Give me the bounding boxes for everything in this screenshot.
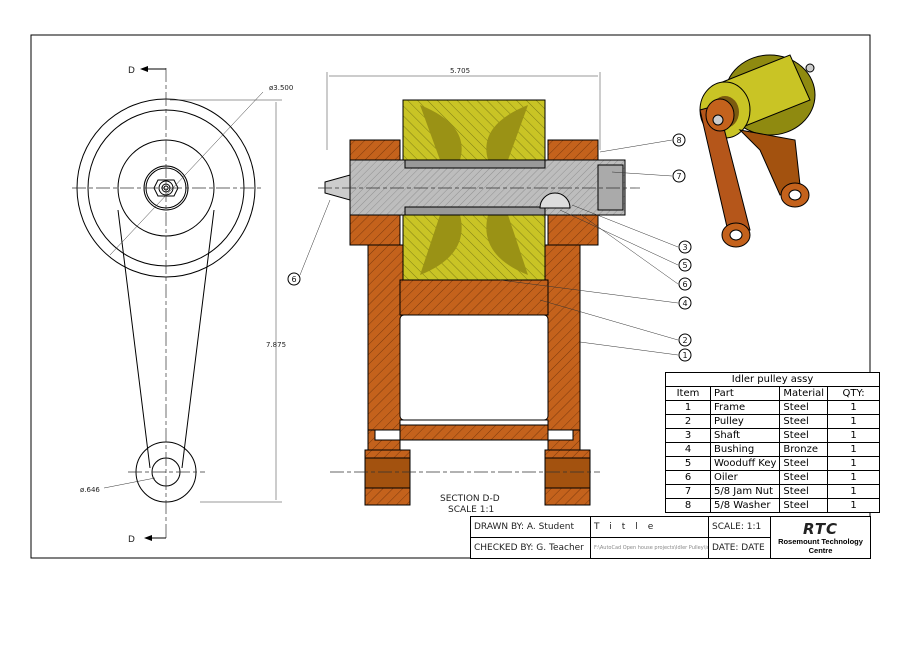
item-number: 3: [665, 428, 711, 443]
logo: RTC Rosemount Technology Centre: [770, 516, 871, 559]
logo-mark: RTC: [802, 519, 839, 538]
drawing-title: Title: [590, 516, 709, 538]
material: Steel: [779, 400, 829, 415]
svg-text:7: 7: [676, 172, 681, 181]
item-number: 2: [665, 414, 711, 429]
material: Steel: [779, 428, 829, 443]
part-name: Wooduff Key: [709, 456, 781, 471]
dim-pulley-diameter: ø3.500: [269, 84, 293, 92]
quantity: 1: [827, 442, 881, 457]
material: Steel: [779, 484, 829, 499]
quantity: 1: [827, 414, 881, 429]
header-item: Item: [665, 386, 711, 401]
dim-bottom-hole: ø.646: [80, 486, 100, 494]
balloon-1: 1: [678, 348, 692, 362]
organization-name: Rosemount Technology Centre: [778, 536, 863, 555]
material: Bronze: [779, 442, 829, 457]
section-marker-top: D: [128, 66, 135, 76]
dim-overall-height: 7.875: [266, 341, 286, 349]
svg-text:8: 8: [676, 136, 681, 145]
svg-text:6: 6: [291, 275, 296, 284]
header-part: Part: [709, 386, 781, 401]
item-number: 1: [665, 400, 711, 415]
oiler: [324, 174, 351, 201]
bushing-left: [364, 457, 411, 489]
material: Steel: [779, 498, 829, 513]
part-name: Frame: [709, 400, 781, 415]
woodruff-key: [539, 192, 571, 209]
balloon-7: 7: [672, 169, 686, 183]
material: Steel: [779, 456, 829, 471]
part-name: Shaft: [709, 428, 781, 443]
part-name: Oiler: [709, 470, 781, 485]
quantity: 1: [827, 498, 881, 513]
item-number: 8: [665, 498, 711, 513]
title-block: DRAWN BY: A. Student Title SCALE: 1:1 RT…: [470, 516, 871, 559]
quantity: 1: [827, 428, 881, 443]
material: Steel: [779, 470, 829, 485]
balloon-6-left: 6: [287, 272, 301, 286]
svg-text:4: 4: [682, 299, 687, 308]
quantity: 1: [827, 484, 881, 499]
jam-nut: [597, 164, 624, 211]
section-label: SECTION D-D: [440, 494, 500, 504]
svg-text:1: 1: [682, 351, 687, 360]
balloons: 8 7 3 5 6 4 2 1 6: [287, 133, 692, 362]
section-marker-bottom: D: [128, 535, 135, 545]
svg-text:5: 5: [682, 261, 687, 270]
drawn-by: DRAWN BY: A. Student: [470, 516, 591, 538]
quantity: 1: [827, 456, 881, 471]
balloon-3: 3: [678, 240, 692, 254]
balloon-4: 4: [678, 296, 692, 310]
arm-outline: [117, 209, 215, 469]
shaft-section: [349, 159, 626, 216]
part-name: 5/8 Jam Nut: [709, 484, 781, 499]
scale: SCALE: 1:1: [708, 516, 771, 538]
part-name: Bushing: [709, 442, 781, 457]
file-path: F:\AutoCad Open house projects\Idler Pul…: [590, 537, 709, 559]
balloon-2: 2: [678, 333, 692, 347]
material: Steel: [779, 414, 829, 429]
item-number: 5: [665, 456, 711, 471]
date: DATE: DATE: [708, 537, 771, 559]
item-number: 6: [665, 470, 711, 485]
header-material: Material: [779, 386, 829, 401]
section-view: 5.705 SECTION D-D SCALE 1:1: [318, 67, 640, 515]
balloon-8: 8: [672, 133, 686, 147]
parts-list-title: Idler pulley assy: [664, 372, 881, 387]
part-name: 5/8 Washer: [709, 498, 781, 513]
sheet-border: [30, 34, 871, 559]
checked-by: CHECKED BY: G. Teacher: [470, 537, 591, 559]
balloon-6: 6: [678, 277, 692, 291]
front-view: D D ø3.500 7.875 ø.646: [72, 66, 293, 545]
section-scale: SCALE 1:1: [448, 505, 494, 515]
item-number: 7: [665, 484, 711, 499]
bushing-right: [544, 457, 591, 489]
quantity: 1: [827, 400, 881, 415]
header-qty: QTY:: [827, 386, 881, 401]
svg-text:6: 6: [682, 280, 687, 289]
quantity: 1: [827, 470, 881, 485]
svg-text:3: 3: [682, 243, 687, 252]
isometric-view: [699, 54, 816, 248]
parts-list: Idler pulley assy Item Part Material QTY…: [664, 372, 881, 513]
svg-text:2: 2: [682, 336, 687, 345]
item-number: 4: [665, 442, 711, 457]
balloon-5: 5: [678, 258, 692, 272]
dim-overall-width: 5.705: [450, 67, 470, 75]
diameter-leader: [109, 91, 264, 256]
part-name: Pulley: [709, 414, 781, 429]
